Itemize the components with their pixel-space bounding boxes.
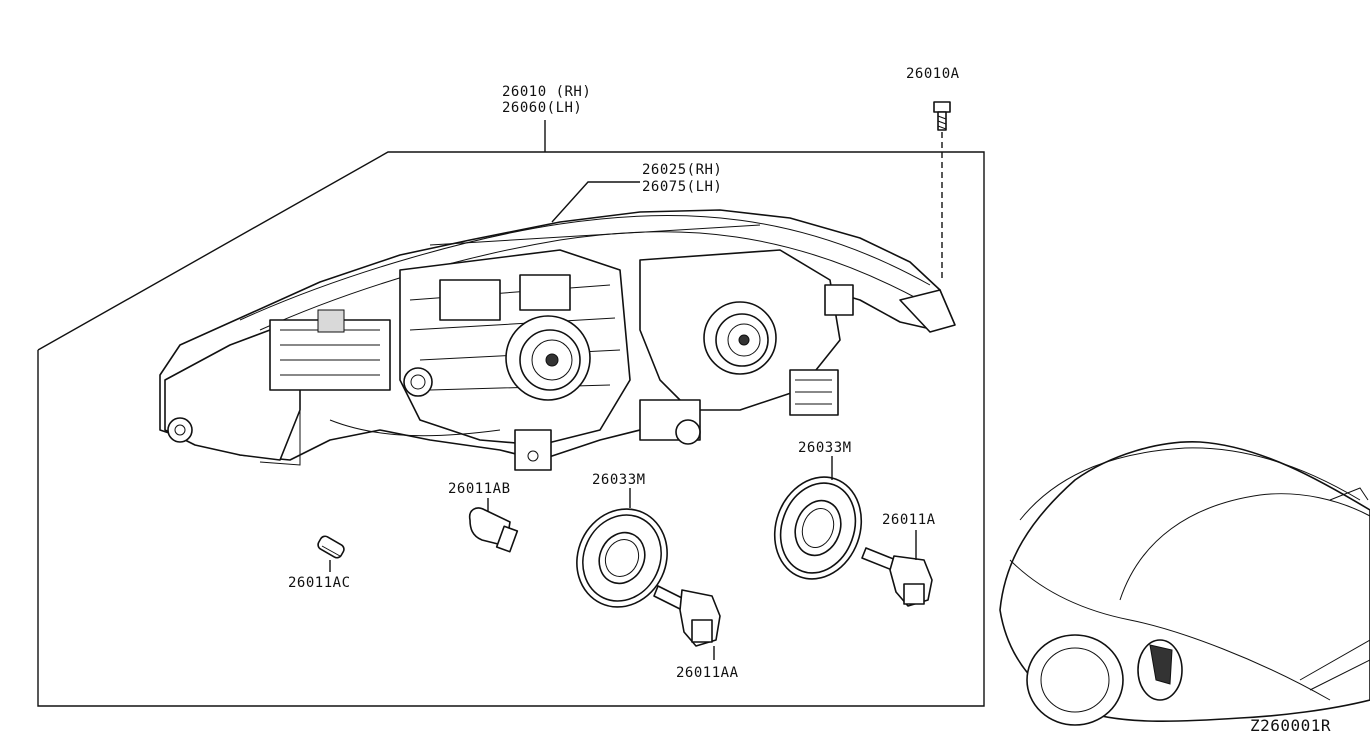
- drawing-code: Z260001R: [1250, 716, 1331, 735]
- label-26033m-right[interactable]: 26033M: [798, 440, 852, 456]
- label-26010-rh[interactable]: 26010 (RH): [502, 84, 591, 100]
- label-26033m-left[interactable]: 26033M: [592, 472, 646, 488]
- label-26025-rh[interactable]: 26025(RH): [642, 162, 722, 178]
- headlamp-assembly[interactable]: [159, 209, 956, 471]
- label-26011ab[interactable]: 26011AB: [448, 481, 511, 497]
- screw-26010a[interactable]: [933, 101, 951, 280]
- label-26011a[interactable]: 26011A: [882, 512, 936, 528]
- bulb-26011a[interactable]: [861, 530, 933, 607]
- vehicle-location-illustration: [999, 441, 1370, 726]
- bulb-26011ac[interactable]: [316, 534, 346, 572]
- dust-cap-right[interactable]: [761, 456, 876, 591]
- label-26010a[interactable]: 26010A: [906, 66, 960, 82]
- leader-housing: [551, 181, 640, 223]
- bulb-26011ab[interactable]: [468, 498, 519, 553]
- label-26075-lh[interactable]: 26075(LH): [642, 179, 722, 195]
- label-26011ac[interactable]: 26011AC: [288, 575, 351, 591]
- dust-cap-left[interactable]: [561, 488, 683, 622]
- label-26060-lh[interactable]: 26060(LH): [502, 100, 582, 116]
- bulb-26011aa[interactable]: [653, 585, 721, 660]
- assembly-frame: [37, 120, 985, 707]
- label-26011aa[interactable]: 26011AA: [676, 665, 739, 681]
